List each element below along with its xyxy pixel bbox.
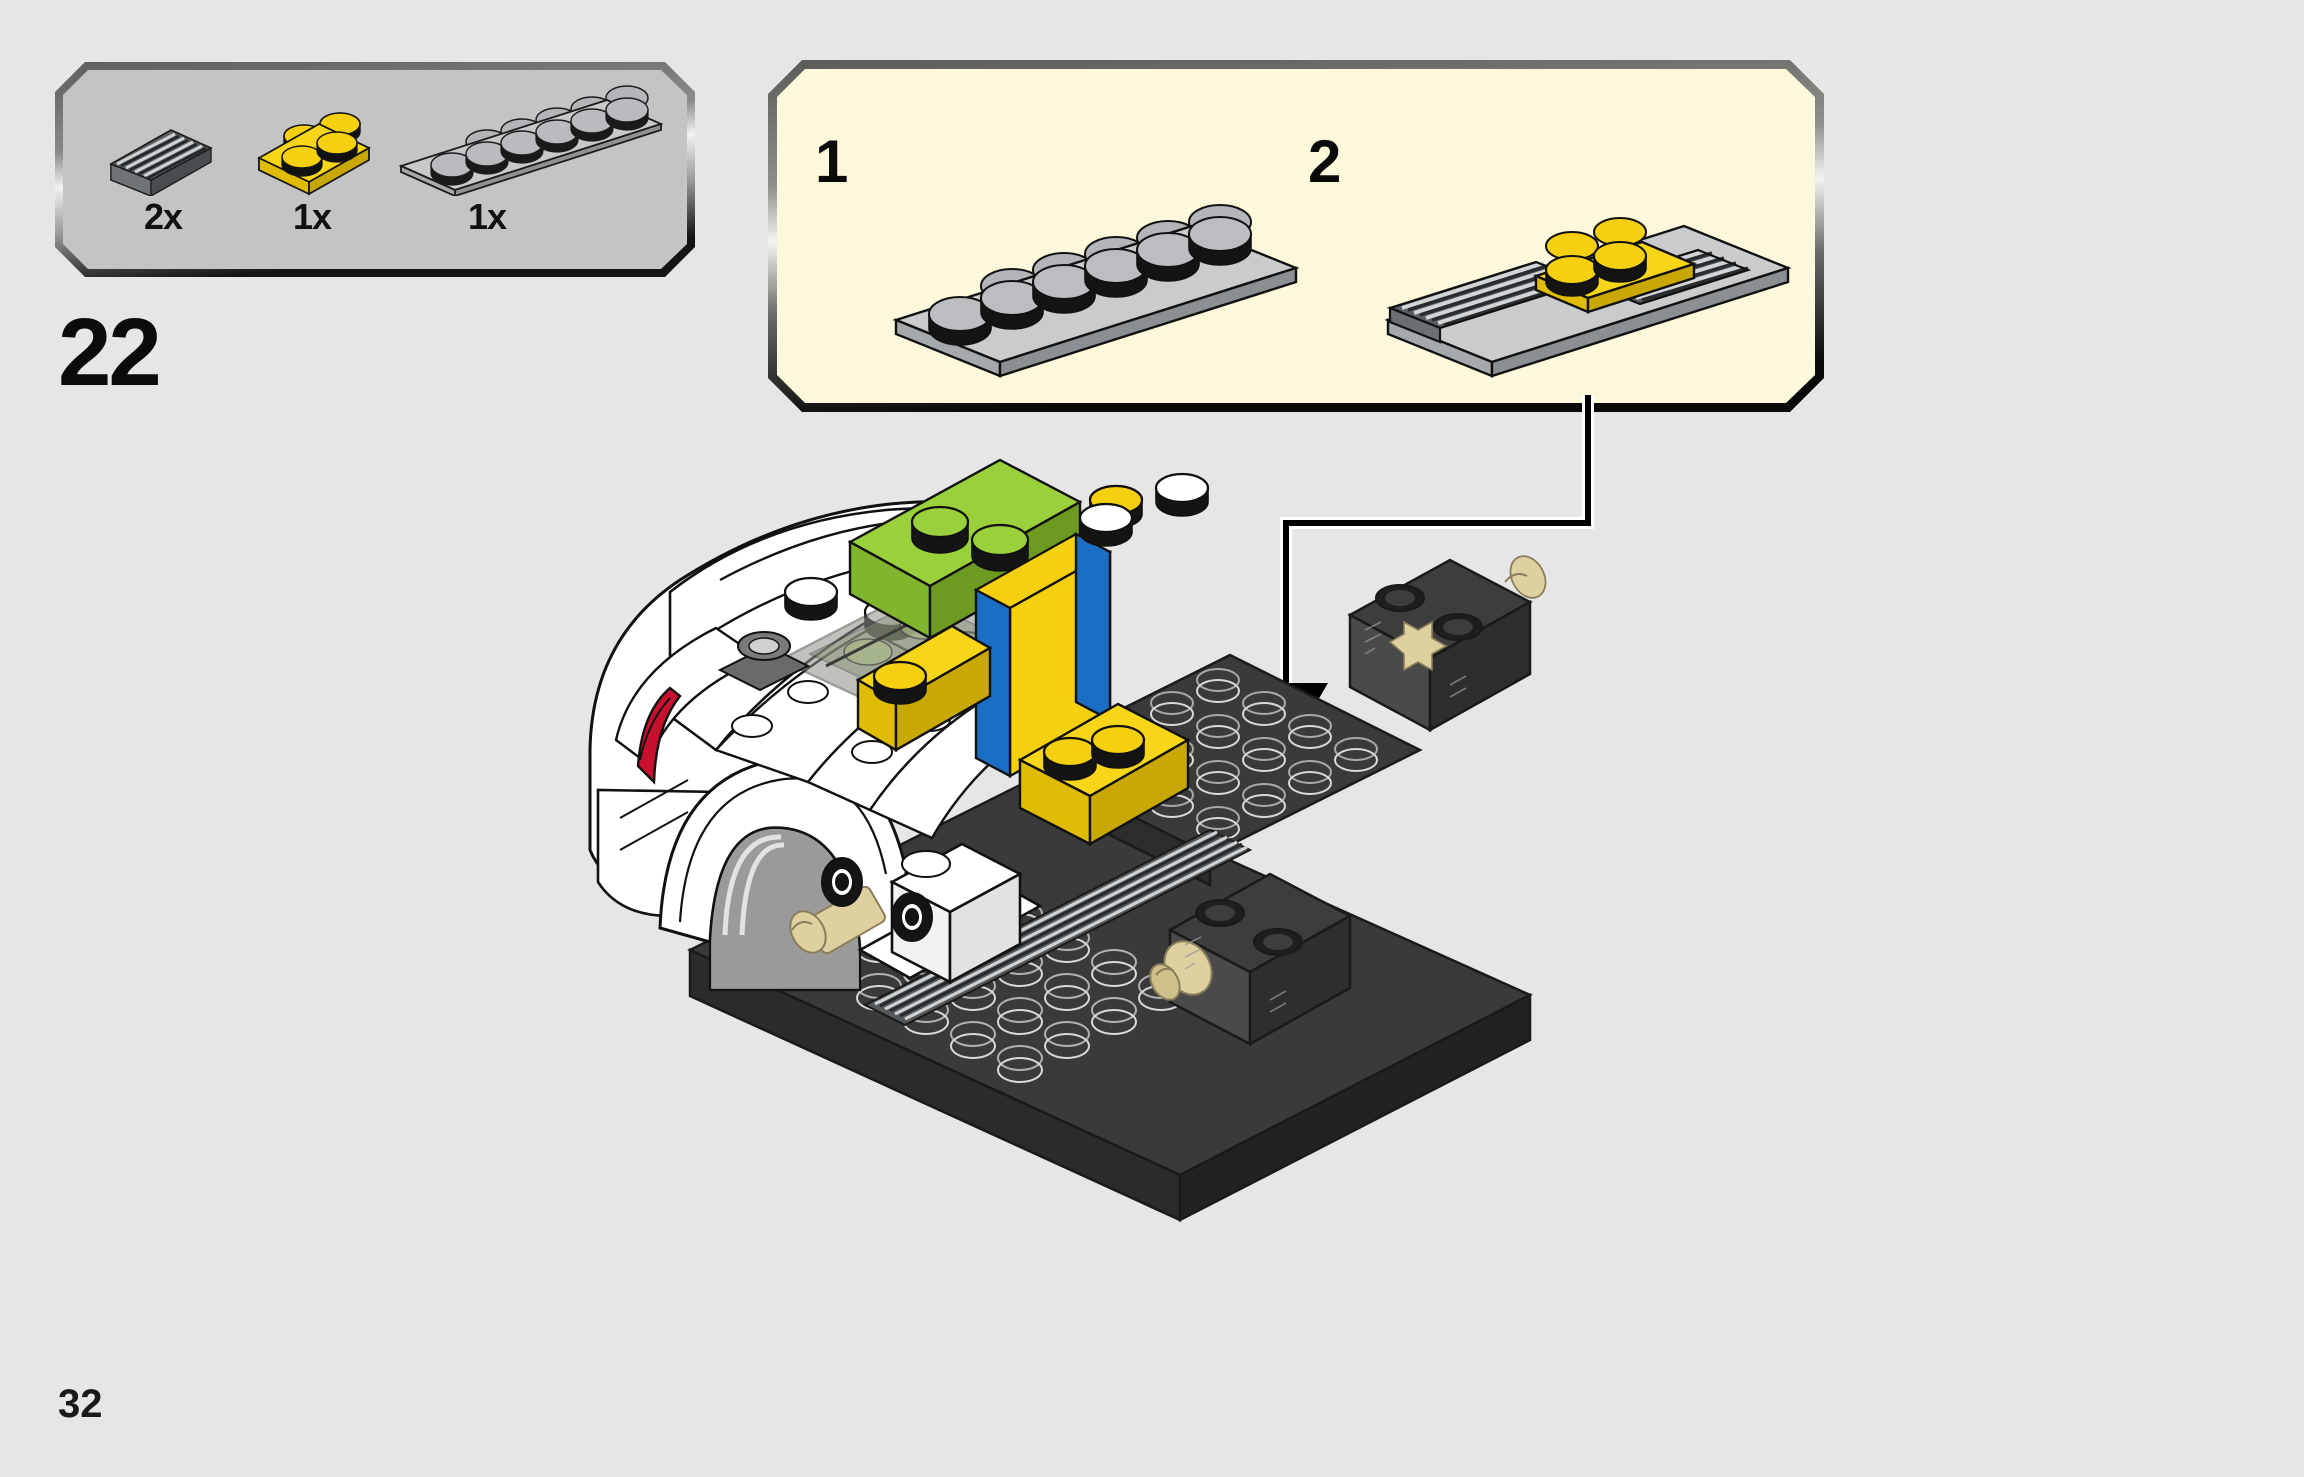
part-count-label: 1x: [292, 196, 332, 237]
wheel-axle-pin: [789, 885, 886, 955]
sub-step-1-illustration: [886, 170, 1306, 380]
axle-pin-tan: [1504, 555, 1547, 599]
sub-step-2-number: 2: [1308, 128, 1342, 195]
green-plate: [847, 458, 1083, 641]
model-assembly-illustration: [520, 430, 1720, 1260]
taillight-red: [636, 686, 682, 785]
part-entry-plate-1x2-yellow: 1x: [237, 98, 387, 238]
front-bracket-white: [889, 842, 1023, 985]
sub-step-2-illustration: [1376, 160, 1796, 380]
yellow-plate-left: [855, 624, 993, 753]
yellow-blue-side-panel: [973, 532, 1113, 779]
grille-tile-1x2-icon: [93, 110, 233, 196]
part-entry-grille-tile-1x2: 2x: [93, 110, 233, 238]
step-number: 22: [58, 299, 162, 406]
accent-bricks: [847, 458, 1210, 847]
plate-1x6-gray-icon: [391, 82, 671, 196]
plate-1x2-yellow-icon: [237, 98, 387, 196]
part-count-label: 1x: [467, 196, 507, 237]
page-number: 32: [58, 1382, 103, 1426]
sub-steps-callout-box: 1: [768, 60, 1824, 412]
part-entry-plate-1x6-gray: 1x: [391, 82, 671, 238]
yellow-plate-front: [1017, 702, 1191, 847]
parts-list: 2x: [55, 62, 695, 277]
sub-step-1-number: 1: [815, 128, 849, 195]
wheel-mount-brick-rear: [1347, 555, 1547, 733]
parts-inventory-box: 2x: [55, 62, 695, 277]
wheel-mount-brick-front: [1149, 872, 1353, 1047]
part-count-label: 2x: [143, 196, 183, 237]
